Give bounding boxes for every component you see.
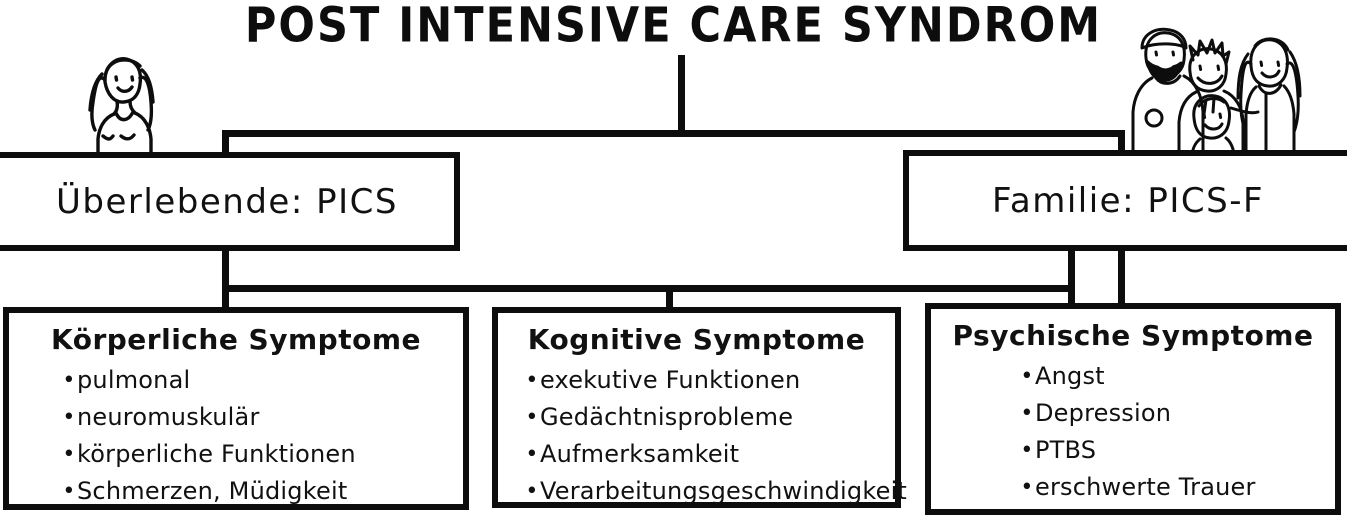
list-item: •PTBS — [1019, 432, 1335, 469]
list-item: •Aufmerksamkeit — [524, 436, 895, 473]
connector-cognitive-drop — [666, 285, 673, 310]
bullet-icon: • — [525, 442, 539, 467]
psych-symptom-list: •Angst •Depression •PTBS •erschwerte Tra… — [931, 358, 1335, 506]
connector-symptom-bar — [222, 285, 1075, 292]
box-physical-heading: Körperliche Symptome — [51, 323, 421, 356]
connector-survivor-drop — [222, 248, 229, 310]
list-item-label: Verarbeitungsgeschwindigkeit — [540, 477, 908, 505]
list-item: •Depression — [1019, 395, 1335, 432]
list-item: •Verarbeitungsgeschwindigkeit — [524, 473, 906, 510]
connector-family-psych-drop — [1118, 248, 1125, 310]
box-psychological-symptoms[interactable]: Psychische Symptome •Angst •Depression •… — [925, 303, 1341, 515]
bullet-icon: • — [525, 479, 539, 504]
list-item-label: erschwerte Trauer — [1035, 473, 1256, 501]
physical-symptom-list: •pulmonal •neuromuskulär •körperliche Fu… — [9, 362, 463, 510]
list-item-label: Aufmerksamkeit — [540, 440, 740, 468]
list-item: •körperliche Funktionen — [61, 436, 463, 473]
list-item: •erschwerte Trauer — [1019, 469, 1335, 506]
box-cognitive-symptoms[interactable]: Kognitive Symptome •exekutive Funktionen… — [492, 307, 907, 510]
bullet-icon: • — [1020, 401, 1034, 426]
list-item-label: PTBS — [1035, 436, 1097, 464]
bullet-icon: • — [1020, 438, 1034, 463]
list-item-label: Gedächtnisprobleme — [540, 403, 794, 431]
connector-tier-right-drop — [1118, 130, 1125, 158]
list-item-label: Schmerzen, Müdigkeit — [77, 477, 348, 505]
page-title: POST INTENSIVE CARE SYNDROM — [244, 0, 1103, 54]
bullet-icon: • — [1020, 475, 1034, 500]
bullet-icon: • — [62, 368, 76, 393]
list-item: •Schmerzen, Müdigkeit — [61, 473, 463, 510]
box-family-label: Familie: PICS-F — [991, 180, 1265, 221]
list-item: •exekutive Funktionen — [524, 362, 895, 399]
list-item-label: pulmonal — [77, 366, 191, 394]
list-item: •Angst — [1019, 358, 1335, 395]
box-family-picsf[interactable]: Familie: PICS-F — [903, 150, 1347, 251]
bullet-icon: • — [1020, 364, 1034, 389]
connector-tier-left-drop — [222, 130, 229, 158]
connector-family-drop — [1068, 248, 1075, 310]
list-item: •Gedächtnisprobleme — [524, 399, 895, 436]
cognitive-symptom-list: •exekutive Funktionen •Gedächtnisproblem… — [498, 362, 906, 510]
list-item: •neuromuskulär — [61, 399, 463, 436]
bullet-icon: • — [62, 405, 76, 430]
box-psych-heading: Psychische Symptome — [952, 319, 1314, 352]
box-survivor-label: Überlebende: PICS — [56, 181, 398, 222]
box-physical-symptoms[interactable]: Körperliche Symptome •pulmonal •neuromus… — [3, 307, 469, 510]
list-item-label: neuromuskulär — [77, 403, 260, 431]
connector-tier-bar — [222, 130, 1124, 137]
list-item-label: exekutive Funktionen — [540, 366, 801, 394]
connector-title-stem — [678, 55, 685, 133]
bullet-icon: • — [525, 368, 539, 393]
list-item-label: Angst — [1035, 362, 1105, 390]
bullet-icon: • — [62, 479, 76, 504]
doodle-survivor-person — [88, 57, 155, 156]
list-item-label: Depression — [1035, 399, 1172, 427]
doodle-family-group — [1131, 27, 1302, 158]
list-item: •pulmonal — [61, 362, 463, 399]
bullet-icon: • — [62, 442, 76, 467]
list-item-label: körperliche Funktionen — [77, 440, 356, 468]
box-cognitive-heading: Kognitive Symptome — [527, 323, 866, 356]
box-survivor-pics[interactable]: Überlebende: PICS — [0, 152, 460, 251]
bullet-icon: • — [525, 405, 539, 430]
